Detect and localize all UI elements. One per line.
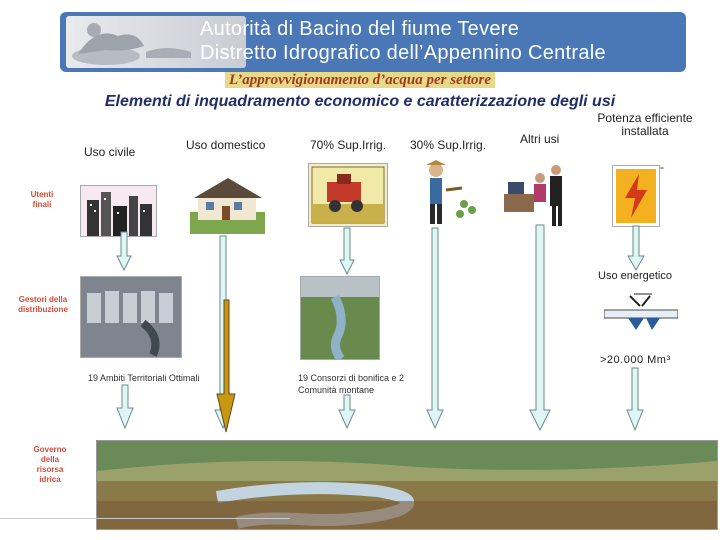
label-ambiti: 19 Ambiti Territoriali Ottimali — [88, 372, 218, 384]
label-uso-energetico: Uso energetico — [598, 270, 672, 282]
arrow-energetico-down — [628, 226, 644, 270]
label-consorzi: 19 Consorzi di bonifica e 2 Comunità mon… — [298, 372, 418, 396]
river-aerial-image — [300, 276, 380, 360]
arrow-civile-down — [117, 232, 131, 270]
arrow-atol-down — [117, 385, 133, 428]
label-volume: >20.000 Mm³ — [600, 354, 671, 366]
hydro-dam-image — [604, 290, 678, 330]
arrow-30-irrig-down — [427, 228, 443, 428]
landscape-image — [96, 440, 718, 530]
arrow-altri-down — [530, 225, 550, 430]
arrow-volume-down — [627, 368, 643, 430]
pipes-plant-image — [80, 276, 182, 358]
bottom-divider — [0, 518, 290, 519]
arrow-70-irrig-down — [340, 228, 354, 274]
arrow-consorzi-down — [339, 395, 355, 428]
